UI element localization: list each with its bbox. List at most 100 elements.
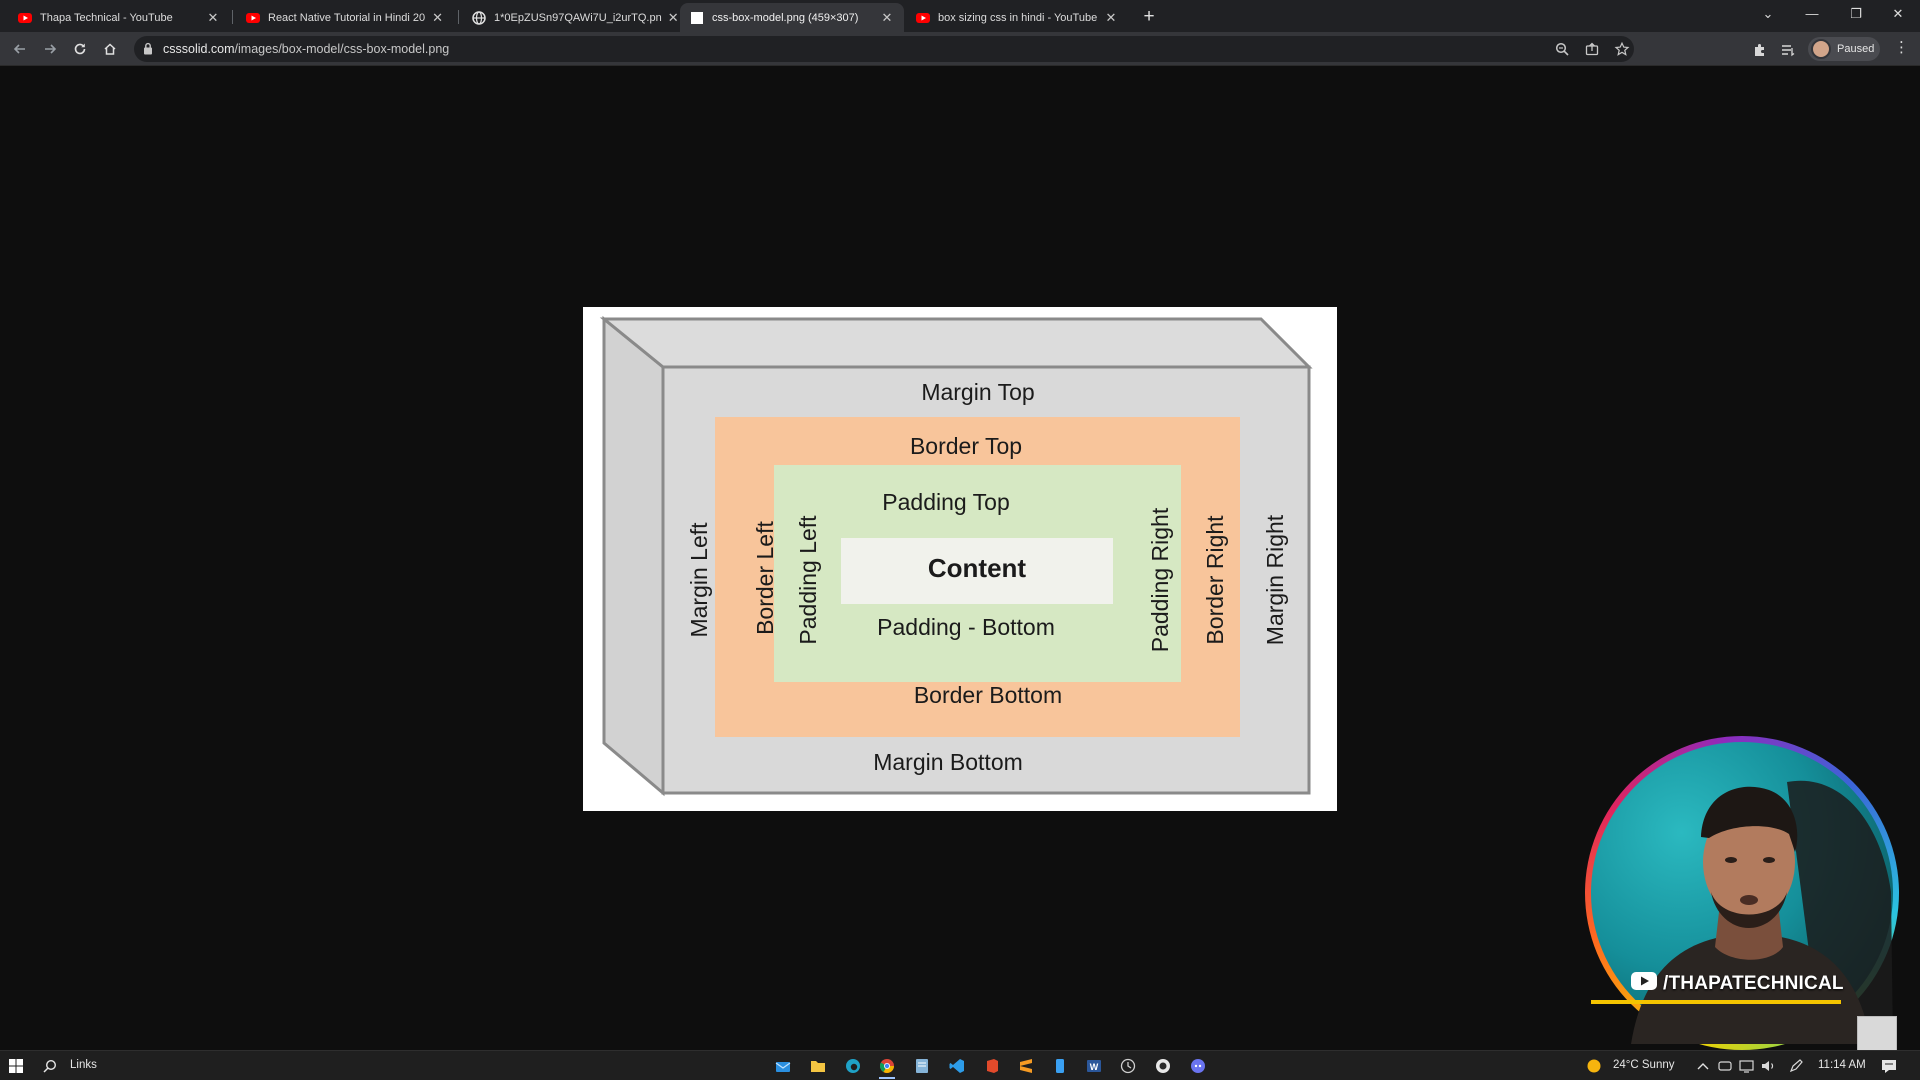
pen-ink-icon[interactable] [1787, 1057, 1805, 1075]
sublime-text-icon[interactable] [1017, 1057, 1035, 1075]
tab-thapa-technical[interactable]: Thapa Technical - YouTube ✕ [8, 3, 230, 32]
margin-left-label: Margin Left [686, 522, 712, 638]
tab-title: 1*0EpZUSn97QAWi7U_i2urTQ.pn [494, 11, 662, 24]
forward-button[interactable] [39, 38, 61, 60]
lock-icon[interactable] [143, 42, 153, 60]
youtube-logo-icon [1631, 972, 1657, 995]
share-icon[interactable] [1584, 41, 1600, 57]
mail-app-icon[interactable] [774, 1057, 792, 1075]
tab-title: Thapa Technical - YouTube [40, 11, 173, 24]
border-right-label: Border Right [1202, 515, 1228, 645]
margin-right-label: Margin Right [1262, 514, 1288, 646]
search-icon[interactable] [41, 1057, 59, 1075]
close-tab-icon[interactable]: ✕ [207, 9, 219, 25]
active-app-indicator [879, 1077, 895, 1079]
tab-css-box-model[interactable]: css-box-model.png (459×307) ✕ [680, 3, 904, 32]
clock-app-icon[interactable] [1119, 1057, 1137, 1075]
tab-title: React Native Tutorial in Hindi 20 [268, 11, 426, 24]
box-model-image: Margin Top Border Top Padding Top Conten… [583, 307, 1337, 811]
content-label: Content [927, 553, 1027, 583]
browser-toolbar: csssolid.com/images/box-model/css-box-mo… [0, 32, 1920, 66]
globe-icon [472, 10, 486, 25]
tab-strip: Thapa Technical - YouTube ✕ React Native… [0, 0, 1920, 32]
content-area [841, 538, 1113, 604]
network-icon[interactable] [1738, 1057, 1756, 1075]
show-hidden-icons-chevron[interactable] [1694, 1057, 1712, 1075]
padding-top-label: Padding Top [882, 489, 1010, 515]
padding-left-label: Padding Left [795, 515, 821, 645]
bookmark-star-icon[interactable] [1614, 41, 1630, 57]
home-button[interactable] [99, 38, 121, 60]
extensions-puzzle-icon[interactable] [1752, 42, 1768, 58]
webcam-overlay: /THAPATECHNICAL [1585, 736, 1899, 1050]
restore-button[interactable]: ❐ [1850, 6, 1862, 21]
weather-text[interactable]: 24°C Sunny [1613, 1059, 1675, 1071]
address-bar[interactable]: csssolid.com/images/box-model/css-box-mo… [134, 36, 1634, 62]
back-button[interactable] [9, 38, 31, 60]
border-left-label: Border Left [752, 521, 778, 635]
url-text: csssolid.com/images/box-model/css-box-mo… [163, 42, 449, 56]
minimize-button[interactable]: — [1805, 6, 1819, 21]
onedrive-cloud-icon[interactable] [1716, 1057, 1734, 1075]
tab-title: box sizing css in hindi - YouTube [938, 11, 1098, 24]
avatar [1811, 39, 1831, 59]
windows-taskbar: Links W 24°C Sunny [0, 1050, 1920, 1080]
youtube-icon [246, 11, 260, 25]
vscode-icon[interactable] [948, 1057, 966, 1075]
word-app-icon[interactable]: W [1085, 1057, 1103, 1075]
close-tab-icon[interactable]: ✕ [667, 9, 679, 25]
tab-divider [232, 10, 233, 24]
margin-top-label: Margin Top [921, 379, 1035, 405]
margin-bottom-label: Margin Bottom [873, 749, 1023, 775]
volume-icon[interactable] [1760, 1057, 1778, 1075]
browser-menu-icon[interactable]: ⋮ [1894, 39, 1909, 56]
tab-medium-image[interactable]: 1*0EpZUSn97QAWi7U_i2urTQ.pn ✕ [462, 3, 680, 32]
zoom-icon[interactable] [1554, 41, 1570, 57]
padding-bottom-label: Padding - Bottom [877, 614, 1055, 640]
phone-link-icon[interactable] [1051, 1057, 1069, 1075]
channel-watermark [1857, 1016, 1897, 1052]
close-tab-icon[interactable]: ✕ [1105, 9, 1117, 25]
taskbar-clock[interactable]: 11:14 AM [1818, 1059, 1866, 1071]
url-path: /images/box-model/css-box-model.png [234, 42, 450, 56]
tab-title: css-box-model.png (459×307) [712, 11, 859, 24]
youtube-icon [18, 11, 32, 25]
reload-button[interactable] [69, 38, 91, 60]
youtube-icon [916, 11, 930, 25]
border-top-label: Border Top [909, 433, 1023, 459]
close-window-button[interactable]: ✕ [1892, 6, 1904, 21]
webcam-feed: /THAPATECHNICAL [1591, 742, 1893, 1044]
close-tab-icon[interactable]: ✕ [432, 9, 444, 25]
taskbar-search-label[interactable]: Links [70, 1059, 97, 1071]
weather-sun-icon[interactable] [1585, 1057, 1603, 1075]
discord-app-icon[interactable] [1189, 1057, 1207, 1075]
new-tab-button[interactable]: + [1143, 6, 1155, 27]
chrome-browser-icon[interactable] [878, 1057, 896, 1075]
profile-status: Paused [1837, 43, 1875, 55]
office-app-icon[interactable] [983, 1057, 1001, 1075]
box-model-diagram: Margin Top Border Top Padding Top Conten… [583, 307, 1337, 811]
tab-divider [458, 10, 459, 24]
box-3d-shape [599, 315, 1313, 797]
tab-react-native-tutorial[interactable]: React Native Tutorial in Hindi 20 ✕ [236, 3, 454, 32]
padding-right-label: Padding Right [1147, 507, 1173, 653]
tab-search-icon[interactable]: ⌄ [1762, 6, 1774, 21]
tab-box-sizing-youtube[interactable]: box sizing css in hindi - YouTube ✕ [906, 3, 1128, 32]
notification-center-icon[interactable] [1880, 1057, 1898, 1075]
page-viewport: Margin Top Border Top Padding Top Conten… [0, 67, 1920, 1050]
border-bottom-label: Border Bottom [913, 682, 1063, 708]
url-domain: csssolid.com [163, 42, 235, 56]
youtube-handle-text: /THAPATECHNICAL [1663, 972, 1844, 994]
edge-browser-icon[interactable] [844, 1057, 862, 1075]
reading-list-icon[interactable] [1780, 42, 1796, 58]
close-tab-icon[interactable]: ✕ [881, 9, 893, 25]
file-explorer-icon[interactable] [809, 1057, 827, 1075]
notepad-app-icon[interactable] [913, 1057, 931, 1075]
profile-button[interactable]: Paused [1808, 37, 1880, 61]
windows-start-icon[interactable] [7, 1057, 25, 1075]
svg-text:W: W [1090, 1062, 1099, 1072]
handle-underline [1591, 1000, 1841, 1004]
obs-studio-icon[interactable] [1154, 1057, 1172, 1075]
youtube-handle: /THAPATECHNICAL [1631, 972, 1844, 995]
presenter-silhouette [1631, 780, 1893, 1044]
